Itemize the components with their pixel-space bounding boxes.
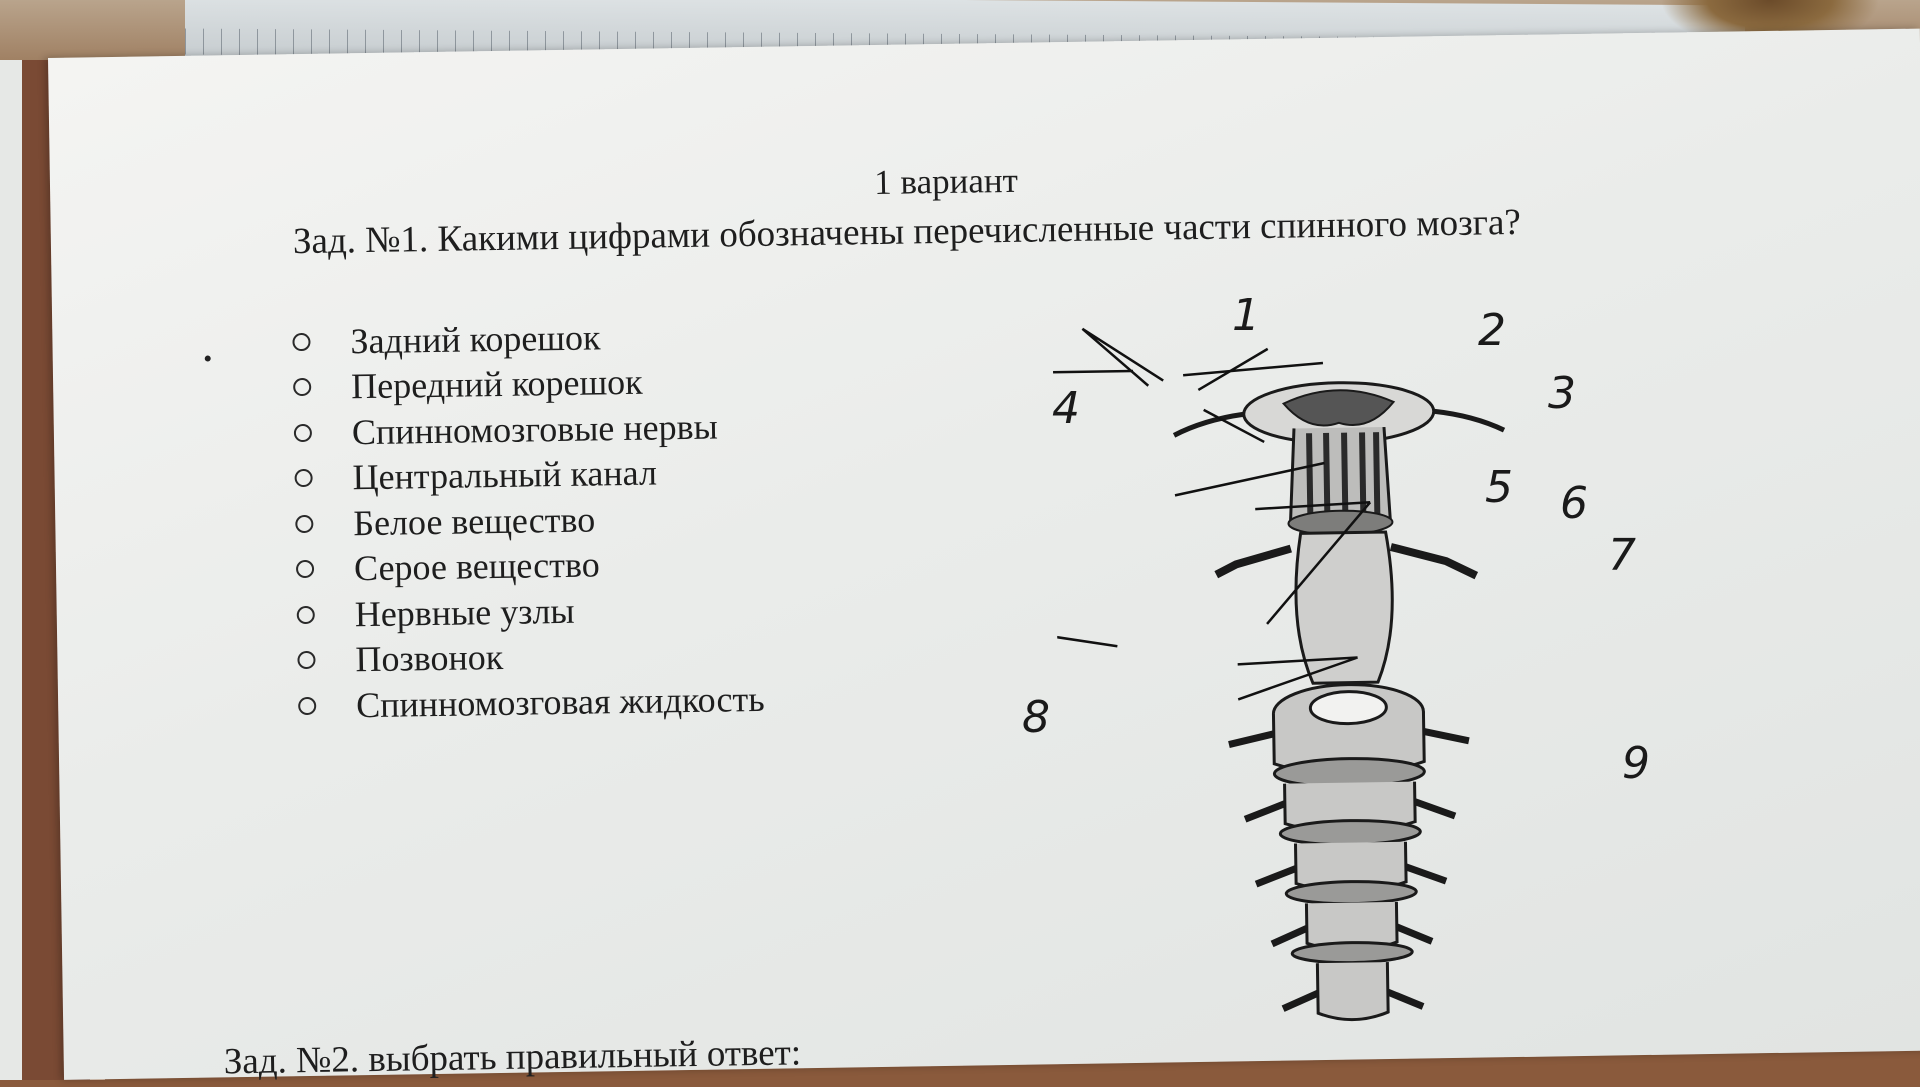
answer-item: Позвонок bbox=[297, 630, 764, 683]
bullet-icon bbox=[293, 423, 313, 442]
task2-heading: Зад. №2. выбрать правильный ответ: bbox=[223, 1032, 802, 1083]
answer-item: Белое вещество bbox=[295, 494, 762, 547]
answer-label: Задний корешок bbox=[350, 317, 601, 362]
answer-label: Белое вещество bbox=[353, 499, 596, 544]
worksheet-paper: 1 вариант Зад. №1. Какими цифрами обозна… bbox=[48, 28, 1920, 1083]
answer-item: Задний корешок bbox=[292, 312, 759, 365]
spinal-cord-diagram bbox=[1052, 327, 1506, 1022]
bullet-icon bbox=[292, 332, 311, 351]
answer-label: Спинномозговые нервы bbox=[351, 406, 719, 453]
leader-lines bbox=[1052, 327, 1372, 701]
answer-label: Нервные узлы bbox=[354, 590, 575, 634]
answer-item: Передний корешок bbox=[293, 357, 760, 410]
spinal-cord-illustration bbox=[1172, 381, 1506, 1022]
answer-label: Передний корешок bbox=[350, 361, 643, 407]
answer-item: Спинномозговые нервы bbox=[293, 403, 761, 456]
answer-list: Задний корешок Передний корешок Спинномо… bbox=[292, 312, 765, 729]
answer-label: Позвонок bbox=[355, 637, 504, 680]
bullet-icon bbox=[295, 514, 314, 533]
answer-item: Нервные узлы bbox=[296, 585, 763, 638]
answer-item: Спинномозговая жидкость bbox=[298, 676, 765, 729]
answer-label: Серое вещество bbox=[353, 544, 601, 589]
ink-dot bbox=[204, 355, 211, 362]
answer-label: Центральный канал bbox=[352, 452, 658, 498]
bullet-icon bbox=[295, 560, 315, 579]
bullet-icon bbox=[296, 605, 315, 624]
bullet-icon bbox=[297, 651, 316, 670]
bullet-icon bbox=[293, 378, 312, 397]
bullet-icon bbox=[298, 696, 317, 715]
answer-item: Центральный канал bbox=[294, 448, 761, 501]
answer-item: Серое вещество bbox=[295, 539, 763, 592]
answer-label: Спинномозговая жидкость bbox=[355, 678, 765, 725]
bullet-icon bbox=[294, 469, 313, 488]
